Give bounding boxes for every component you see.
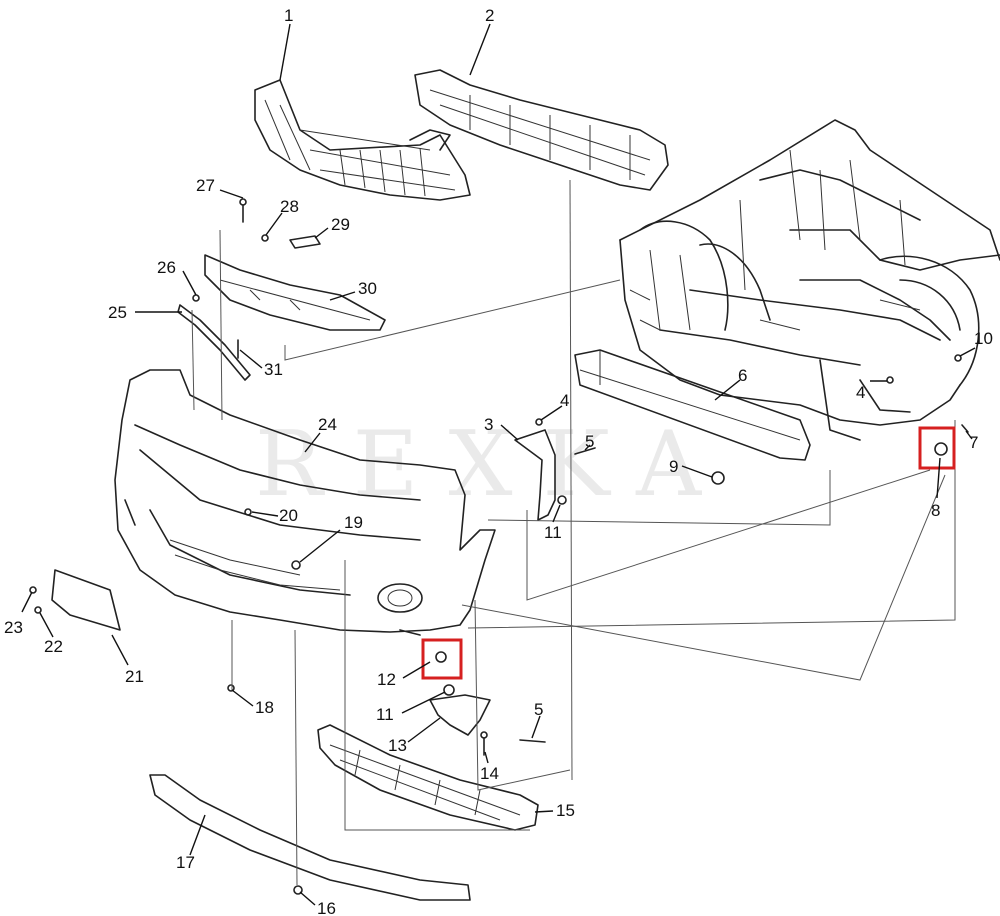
callout-15: 15: [556, 801, 575, 820]
callout-5a: 5: [585, 432, 594, 451]
callout-25: 25: [108, 303, 127, 322]
part-2-energy-absorber: [414, 69, 669, 191]
part-24-front-bumper-fascia: [114, 369, 496, 636]
callout-24: 24: [318, 415, 337, 434]
leader-lines: [21, 23, 976, 906]
part-30-air-deflector: [204, 254, 386, 331]
callout-11b: 11: [376, 705, 394, 724]
callout-19: 19: [344, 513, 363, 532]
fasteners: [29, 198, 969, 895]
callout-17: 17: [176, 853, 195, 872]
callout-5b: 5: [534, 700, 543, 719]
callout-31: 31: [264, 360, 283, 379]
part-15-lower-grille: [317, 724, 539, 831]
callout-21: 21: [125, 667, 144, 686]
callout-14: 14: [480, 764, 499, 783]
callout-22: 22: [44, 637, 63, 656]
part-13-bracket: [429, 694, 491, 736]
callout-4a: 4: [560, 391, 569, 410]
watermark: REXKA: [255, 412, 731, 517]
callout-2: 2: [485, 6, 494, 25]
callout-4b: 4: [856, 383, 865, 402]
callout-6: 6: [738, 366, 747, 385]
callout-9: 9: [669, 457, 678, 476]
callout-8: 8: [931, 501, 940, 520]
callout-3: 3: [484, 415, 493, 434]
callout-13: 13: [388, 736, 407, 755]
highlight-box-8: [918, 426, 956, 470]
part-21-license-plate-bracket: [51, 569, 121, 631]
callout-16: 16: [317, 899, 336, 916]
callout-30: 30: [358, 279, 377, 298]
callout-18: 18: [255, 698, 274, 717]
callout-26: 26: [157, 258, 176, 277]
callout-1: 1: [284, 6, 293, 25]
part-6-impact-bar: [574, 349, 811, 461]
assembly-guide-lines: [191, 179, 956, 886]
part-1-upper-grille: [254, 79, 471, 201]
callout-23: 23: [4, 618, 23, 637]
part-25-bracket: [177, 304, 251, 381]
callout-labels: 1 2 3 4 4 5 5 6 7 8 9 10 11 11 12 13 14 …: [4, 6, 993, 916]
part-29-insulator: [289, 235, 321, 249]
highlight-box-12: [421, 638, 463, 680]
callout-28: 28: [280, 197, 299, 216]
callout-12: 12: [377, 670, 396, 689]
callout-7: 7: [969, 433, 978, 452]
part-17-lower-air-deflector: [149, 774, 471, 901]
callout-10: 10: [974, 329, 993, 348]
part-3-support-bracket: [514, 429, 556, 521]
callout-29: 29: [331, 215, 350, 234]
callout-27: 27: [196, 176, 215, 195]
callout-20: 20: [279, 506, 298, 525]
vehicle-front-structure: [619, 119, 1000, 441]
callout-11a: 11: [544, 523, 562, 542]
